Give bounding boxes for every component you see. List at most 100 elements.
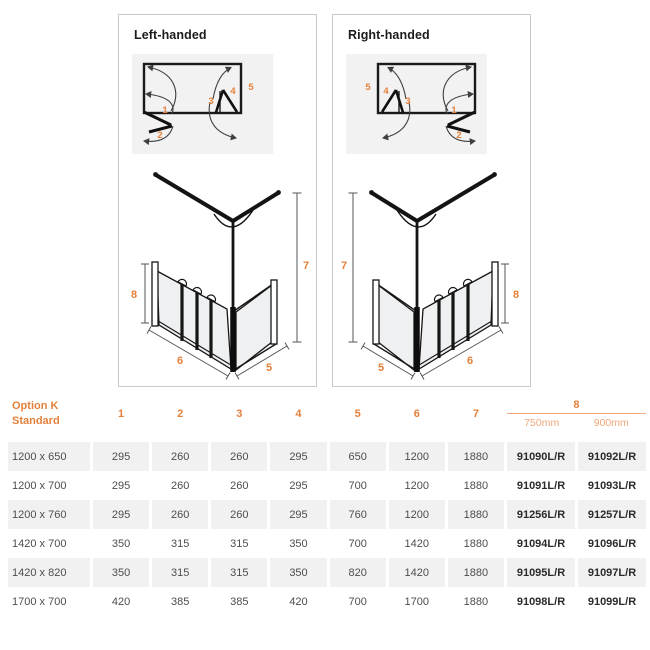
value-cell: 700 xyxy=(348,537,367,550)
figure-box-right-handed: Right-handed 1 2 3 4 5 7 8 6 5 xyxy=(332,14,531,387)
value-cell: 420 xyxy=(111,595,131,608)
value-cell: 260 xyxy=(171,479,190,492)
size-cell: 1700 x 700 xyxy=(12,595,67,608)
value-cell: 350 xyxy=(270,558,327,587)
iso-label-6: 6 xyxy=(467,355,473,367)
figures-row: Left-handed xyxy=(118,14,531,387)
iso-drawing-right: 7 8 6 5 xyxy=(341,161,519,386)
code-cell-750: 91090L/R xyxy=(506,442,575,471)
col-header-5: 5 xyxy=(354,408,361,420)
value-cell: 1700 xyxy=(404,595,430,608)
value-cell: 1880 xyxy=(447,500,504,529)
value-cell: 760 xyxy=(329,500,386,529)
plan-label-5: 5 xyxy=(365,82,371,93)
plan-diagram-right: 1 2 3 4 5 xyxy=(346,54,487,154)
value-cell: 295 xyxy=(270,500,327,529)
plan-label-4: 4 xyxy=(230,86,236,97)
iso-label-8: 8 xyxy=(131,289,137,301)
value-cell: 315 xyxy=(230,537,249,550)
table-row: 1200 x 760 295 260 260 295 760 1200 1880… xyxy=(0,500,650,529)
value-cell: 1200 xyxy=(388,500,445,529)
size-cell: 1420 x 700 xyxy=(12,537,67,550)
value-cell: 820 xyxy=(329,558,386,587)
value-cell: 260 xyxy=(152,500,209,529)
col-header-8-group: 8 750mm 900mm xyxy=(506,399,646,429)
col-header-6: 6 xyxy=(413,408,420,420)
sub-header-750mm: 750mm xyxy=(524,417,560,429)
iso-geometry-mirrored xyxy=(349,172,510,379)
value-cell: 385 xyxy=(171,595,190,608)
code-cell-900: 91097L/R xyxy=(577,558,646,587)
value-cell: 295 xyxy=(93,442,150,471)
col-header-3: 3 xyxy=(236,408,243,420)
spec-table: Option K Standard 1 2 3 4 5 6 7 8 750mm … xyxy=(0,393,650,616)
value-cell: 295 xyxy=(289,479,308,492)
table-header: Option K Standard 1 2 3 4 5 6 7 8 750mm … xyxy=(0,393,650,435)
iso-label-5: 5 xyxy=(378,362,384,374)
col-header-1: 1 xyxy=(118,408,125,420)
value-cell: 295 xyxy=(93,500,150,529)
table-row: 1200 x 650 295 260 260 295 650 1200 1880… xyxy=(0,442,650,471)
value-cell: 1880 xyxy=(463,537,489,550)
table-row: 1420 x 700 350 315 315 350 700 1420 1880… xyxy=(0,529,650,558)
plan-label-5: 5 xyxy=(248,82,254,93)
value-cell: 1200 xyxy=(388,442,445,471)
plan-label-2: 2 xyxy=(456,130,461,141)
col-header-8: 8 xyxy=(506,399,646,414)
value-cell: 260 xyxy=(211,442,268,471)
plan-diagram-left: 1 2 3 4 5 xyxy=(132,54,273,154)
sub-headers: 750mm 900mm xyxy=(507,414,646,429)
code-cell-750: 91094L/R xyxy=(516,537,566,550)
iso-label-5: 5 xyxy=(266,362,272,374)
size-cell: 1200 x 650 xyxy=(8,442,90,471)
value-cell: 420 xyxy=(289,595,308,608)
col-header-7: 7 xyxy=(472,408,479,420)
size-cell: 1200 x 700 xyxy=(12,479,67,492)
table-title-line2: Standard xyxy=(12,415,60,427)
value-cell: 295 xyxy=(270,442,327,471)
value-cell: 260 xyxy=(230,479,249,492)
value-cell: 1200 xyxy=(404,479,430,492)
size-cell: 1420 x 820 xyxy=(8,558,90,587)
code-cell-900: 91093L/R xyxy=(587,479,637,492)
value-cell: 1880 xyxy=(447,558,504,587)
value-cell: 260 xyxy=(211,500,268,529)
iso-drawing-left: 7 8 6 5 xyxy=(131,161,309,386)
value-cell: 1420 xyxy=(404,537,430,550)
code-cell-750: 91091L/R xyxy=(516,479,566,492)
code-cell-900: 91092L/R xyxy=(577,442,646,471)
plan-label-2: 2 xyxy=(157,130,162,141)
value-cell: 315 xyxy=(211,558,268,587)
col-header-4: 4 xyxy=(295,408,302,420)
value-cell: 700 xyxy=(348,595,367,608)
table-row: 1700 x 700 420 385 385 420 700 1700 1880… xyxy=(0,587,650,616)
col-header-2: 2 xyxy=(177,408,184,420)
sub-header-900mm: 900mm xyxy=(593,417,629,429)
table-title-line1: Option K xyxy=(12,400,59,413)
value-cell: 650 xyxy=(329,442,386,471)
value-cell: 260 xyxy=(152,442,209,471)
plan-label-3: 3 xyxy=(405,96,410,107)
size-cell: 1200 x 760 xyxy=(8,500,90,529)
plan-label-1: 1 xyxy=(451,105,457,116)
plan-svg-right: 1 2 3 4 5 xyxy=(365,54,487,154)
value-cell: 1880 xyxy=(463,479,489,492)
value-cell: 1880 xyxy=(447,442,504,471)
value-cell: 295 xyxy=(111,479,131,492)
value-cell: 315 xyxy=(152,558,209,587)
figure-title-left: Left-handed xyxy=(134,28,207,42)
code-cell-750: 91098L/R xyxy=(516,595,566,608)
value-cell: 700 xyxy=(348,479,367,492)
iso-label-8: 8 xyxy=(513,289,519,301)
figure-box-left-handed: Left-handed xyxy=(118,14,317,387)
code-cell-750: 91095L/R xyxy=(506,558,575,587)
table-row: 1200 x 700 295 260 260 295 700 1200 1880… xyxy=(0,471,650,500)
plan-label-1: 1 xyxy=(162,105,168,116)
iso-geometry xyxy=(141,172,302,379)
plan-label-3: 3 xyxy=(208,96,213,107)
code-cell-900: 91257L/R xyxy=(577,500,646,529)
iso-label-6: 6 xyxy=(177,355,183,367)
figure-title-right: Right-handed xyxy=(348,28,430,42)
code-cell-900: 91096L/R xyxy=(587,537,637,550)
